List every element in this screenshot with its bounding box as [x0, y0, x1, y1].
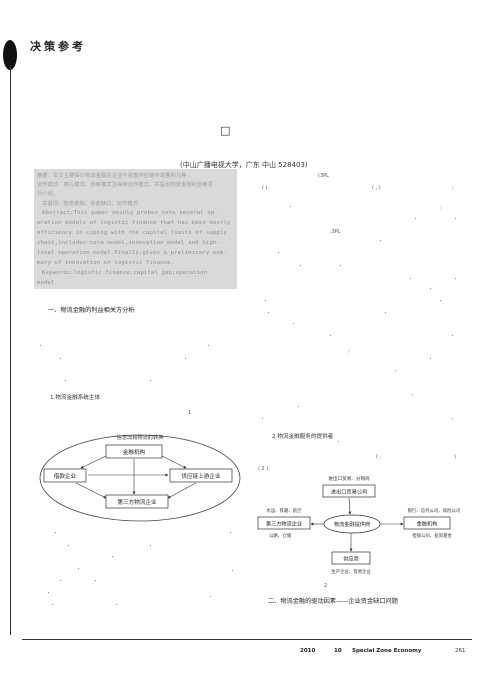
- figure-2-supplier-node: 供应商: [343, 555, 359, 563]
- title-glyph: □: [220, 124, 231, 137]
- figure-1-borrower-node: 借款企业: [54, 472, 77, 480]
- abstract-en-line: level operation model.Finally,gives a pr…: [37, 250, 227, 256]
- figure-2-third-party-node: 第三方物流企业: [266, 520, 302, 528]
- text-fragment: ( ,: [376, 454, 382, 460]
- margin-rule: [10, 65, 11, 635]
- abstract-keywords-cn: 关键词：物流金融；资金缺口；运作模式: [42, 201, 139, 207]
- abstract-en-line: eration models of logistic finance that …: [37, 220, 231, 226]
- abstract-cn-line: 摘要：本文主要探讨物流金融在企业不完善供应链中发展的几种: [37, 173, 187, 179]
- figure-2-right-note-bottom: 担保公司、投资基金: [412, 532, 452, 539]
- text-fragment: ( ): [262, 185, 268, 191]
- text-fragment: ( , ): [372, 185, 381, 191]
- abstract-en-line: chain,includes:core model,innovation mod…: [37, 240, 220, 246]
- header-decoration: [3, 40, 17, 70]
- abstract-en-line: efficiency in coping with the capital li…: [37, 230, 227, 236]
- page-number: 261: [455, 648, 466, 654]
- figure-1-diagram: 信息流和物流的转换 金融机构 借款企业 供应链上游企业 第三方物流企业: [39, 433, 241, 522]
- abstract-en-line: model: [37, 280, 55, 286]
- figure-1-top-label: 信息流和物流的转换: [117, 433, 165, 441]
- figure-2-bottom-note: 生产企业、贸易企业: [331, 568, 371, 575]
- section-heading-1: 一、物流金融的利益相关方分析: [48, 307, 135, 314]
- author-affiliation: (中山广播电视大学，广东 中山 528403): [180, 161, 308, 169]
- text-fragment: ): [454, 454, 456, 460]
- abstract-cn-line: 运作模式：核心模式、创新模式及高级运作模式，并提出物流金融的创新思: [37, 182, 214, 188]
- abstract-keywords-en: Keywords:logistic finance;capital gap;op…: [42, 270, 208, 276]
- text-fragment: ;: [452, 185, 454, 191]
- footer-rule: [22, 639, 472, 640]
- figure-2-right-note-top: 银行、信托公司、保险公司: [408, 507, 461, 514]
- figure-2-left-note-top: 水运、铁路、航空: [266, 507, 302, 514]
- abstract-cn-line: 行介绍。: [37, 191, 59, 197]
- footer-journal: Special Zone Economy: [352, 648, 422, 654]
- section-heading-2: 二、物流金融的驱动因素——企业资金缺口问题: [268, 598, 398, 605]
- footer-issue: 10: [334, 648, 342, 654]
- text-fragment: :: [440, 206, 442, 212]
- figure-2-top-note: 进出口贸易、分销商: [328, 475, 370, 482]
- abstract-en-line: Abstract:This paper mainly probes into s…: [42, 210, 218, 216]
- figure-1-third-party-node: 第三方物流企业: [117, 498, 157, 506]
- figure-1-supplier-node: 供应链上游企业: [181, 472, 221, 480]
- text-fragment: (3PL: [318, 173, 329, 179]
- text-fragment: ;: [348, 348, 350, 354]
- subsection-heading-1-2: 2.物流金融服务的提供者: [272, 434, 334, 440]
- abstract-box: 摘要：本文主要探讨物流金融在企业不完善供应链中发展的几种 运作模式：核心模式、创…: [34, 169, 237, 289]
- figure-2-finance-node: 金融机构: [417, 520, 438, 528]
- figure-2-caption: 2: [324, 583, 328, 589]
- figure-2-left-note-bottom: 公路、仓储: [269, 532, 292, 539]
- text-fragment: ,3PL: [330, 229, 341, 235]
- figure-1-finance-node: 金融机构: [123, 448, 146, 456]
- text-fragment: 1: [188, 410, 192, 416]
- column-title: 决策参考: [30, 40, 86, 53]
- footer-year: 2010: [300, 648, 316, 654]
- text-fragment: ( 2 ),: [258, 466, 270, 472]
- subsection-heading-1-1: 1.物流金融系统主体: [50, 395, 101, 401]
- figure-2-diagram: 进出口贸易、分销商 进出口贸易公司 物流金融提供商 水运、铁路、航空 第三方物流…: [257, 475, 461, 575]
- abstract-en-line: mary of innovation of logistic finance.: [37, 260, 175, 266]
- figure-2-trade-company-node: 进出口贸易公司: [331, 488, 367, 496]
- figure-2-center-node: 物流金融提供商: [334, 520, 370, 528]
